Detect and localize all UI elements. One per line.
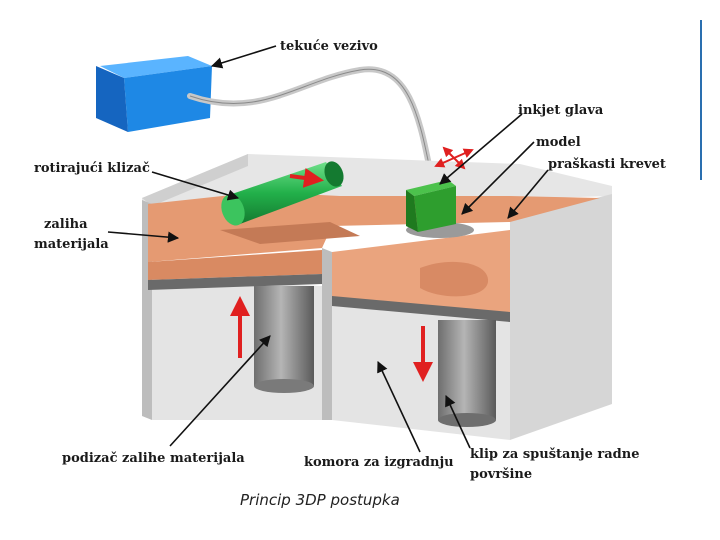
figure-caption: Princip 3DP postupka: [240, 491, 400, 509]
leader-lines: [107, 45, 549, 453]
label-binder: tekuće vezivo: [280, 39, 378, 54]
label-powder-bed: praškasti krevet: [548, 157, 666, 172]
supply-piston: [254, 286, 314, 393]
right-edge-accent-bar: [700, 20, 702, 180]
build-piston: [438, 320, 496, 427]
label-model: model: [536, 135, 581, 150]
motion-arrows: [230, 146, 474, 382]
label-build-chamber: komora za izgradnju: [304, 455, 454, 470]
label-supply-piston: podizač zalihe materijala: [62, 451, 245, 466]
label-roller: rotirajući klizač: [34, 161, 150, 176]
label-supply-line1: zaliha: [44, 217, 88, 232]
label-build-piston-line1: klip za spuštanje radne: [470, 447, 639, 462]
binder-tank: [96, 56, 212, 132]
label-supply-line2: materijala: [34, 237, 109, 252]
label-build-piston-line2: površine: [470, 467, 532, 482]
label-inkjet-head: inkjet glava: [518, 103, 604, 118]
